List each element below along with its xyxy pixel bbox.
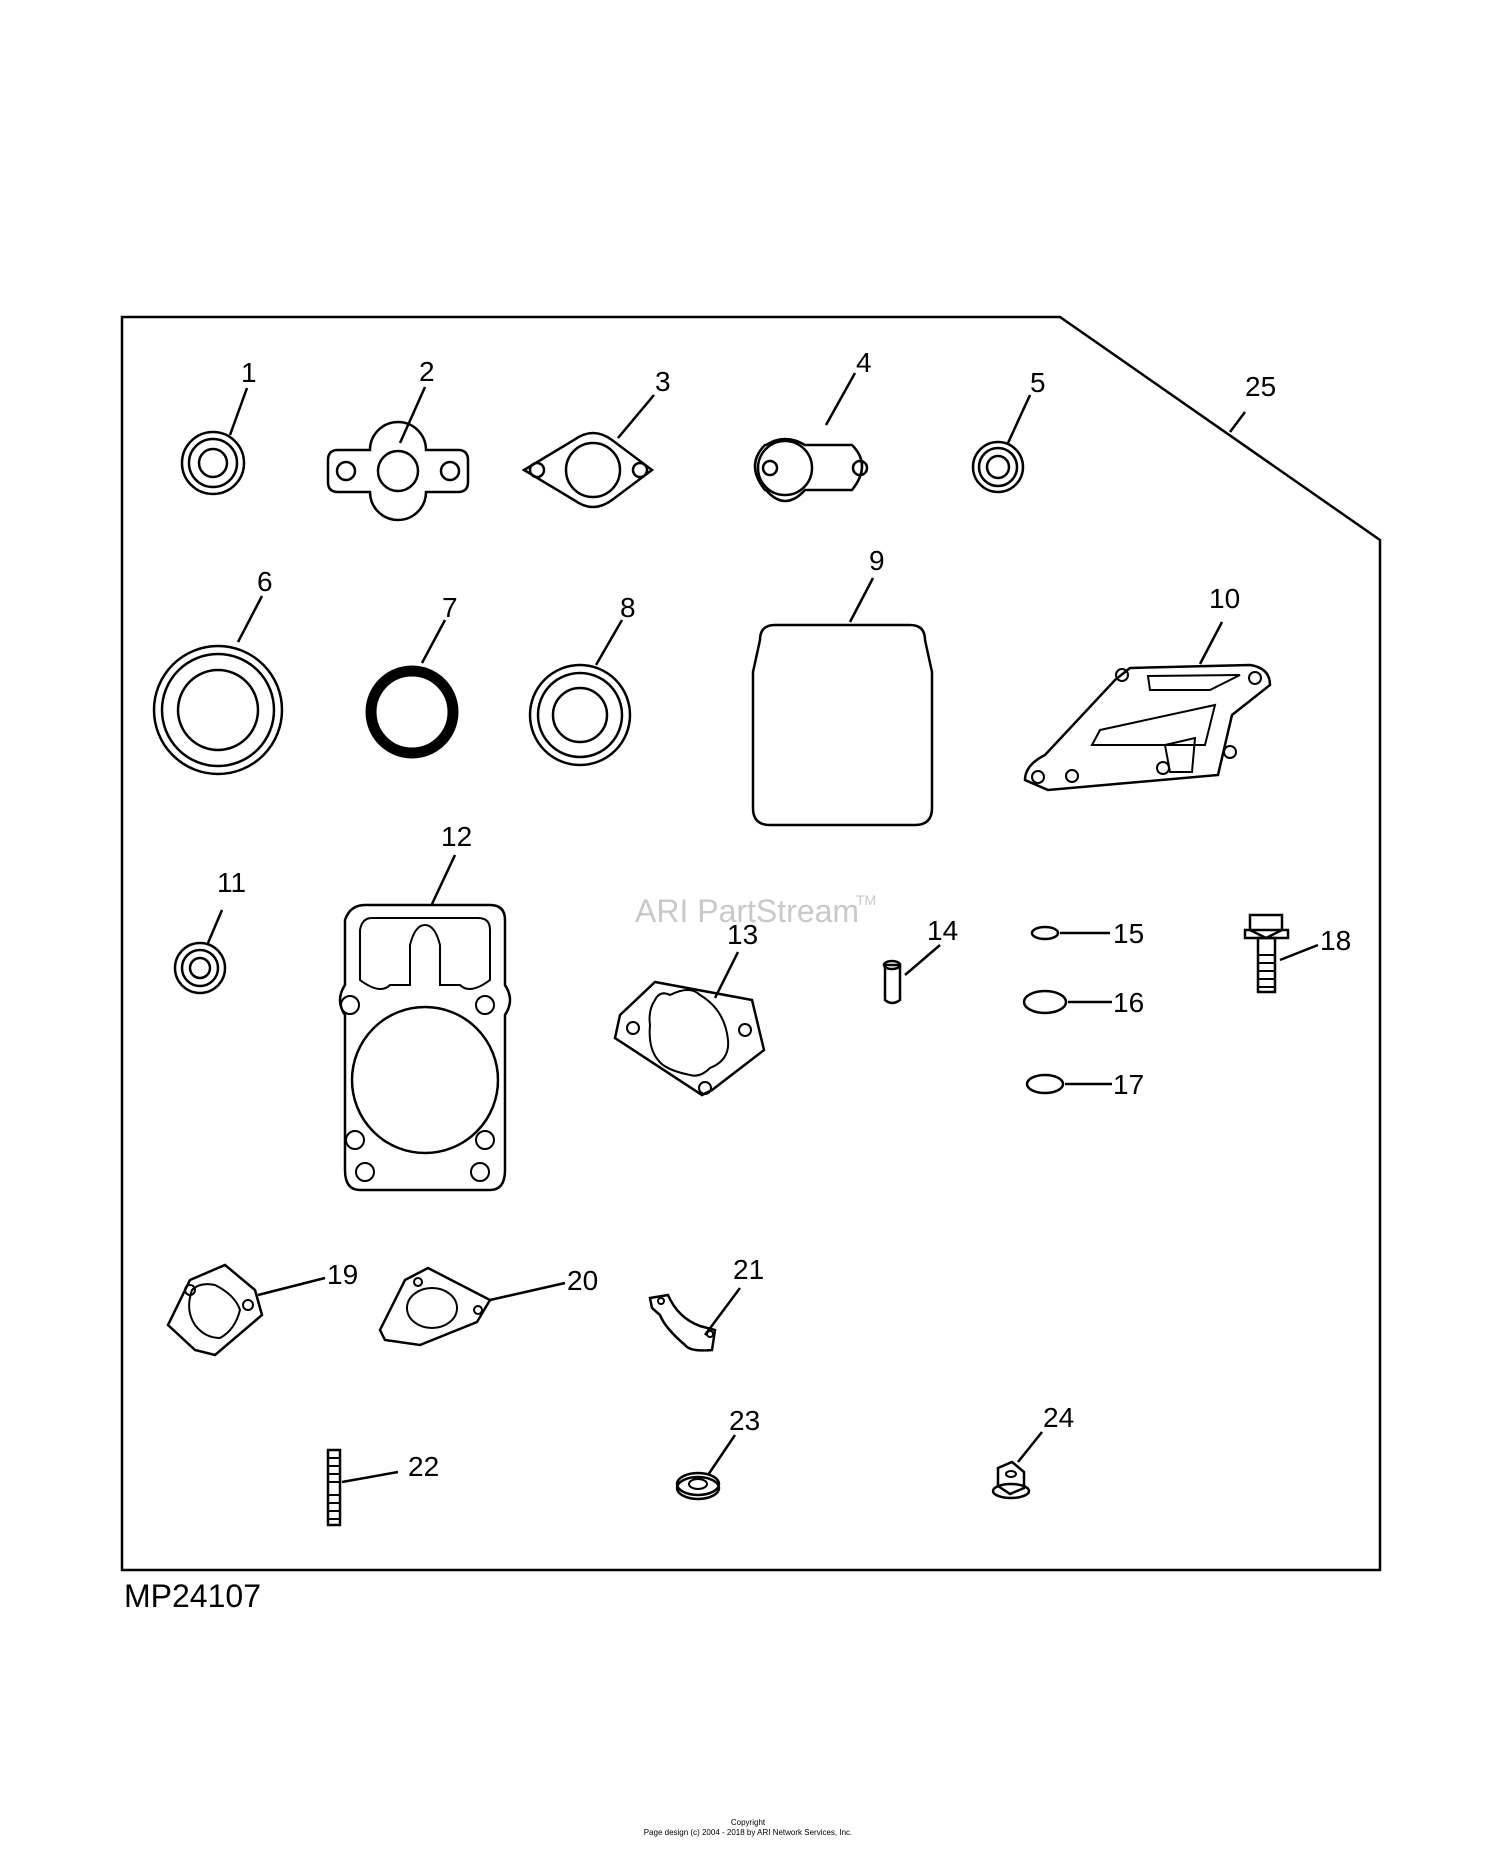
- part-1-seal: [180, 430, 246, 496]
- part-24-flange-nut: [991, 1460, 1031, 1500]
- callout-20: 20: [567, 1265, 598, 1296]
- callout-5: 5: [1030, 367, 1046, 398]
- part-22-stud: [326, 1448, 342, 1527]
- callout-17: 17: [1113, 1069, 1144, 1100]
- footer-page-design: Page design (c) 2004 - 2018 by ARI Netwo…: [644, 1828, 853, 1837]
- part-23-washer: [675, 1471, 721, 1501]
- callout-25: 25: [1245, 371, 1276, 402]
- part-21-bracket: [648, 1293, 717, 1352]
- part-6-seal: [152, 644, 284, 776]
- callout-19: 19: [327, 1259, 358, 1290]
- watermark-trademark: TM: [856, 892, 876, 908]
- part-10-gasket: [1023, 663, 1272, 792]
- callout-12: 12: [441, 821, 472, 852]
- watermark: ARI PartStream: [635, 893, 859, 929]
- callout-2: 2: [419, 356, 435, 387]
- figure-id: MP24107: [124, 1578, 261, 1614]
- callout-9: 9: [869, 545, 885, 576]
- part-15-o-ring: [1030, 925, 1060, 941]
- part-19-gasket: [166, 1263, 264, 1357]
- part-20-gasket: [378, 1266, 492, 1347]
- part-7-o-ring: [365, 665, 459, 759]
- callout-4: 4: [856, 347, 872, 378]
- callout-13: 13: [727, 919, 758, 950]
- part-14-dowel-pin: [882, 959, 902, 1005]
- part-8-seal: [528, 663, 632, 767]
- callout-22: 22: [408, 1451, 439, 1482]
- callout-7: 7: [442, 592, 458, 623]
- footer-copyright: Copyright: [731, 1818, 766, 1827]
- callout-21: 21: [733, 1254, 764, 1285]
- callout-1: 1: [241, 357, 257, 388]
- callout-15: 15: [1113, 918, 1144, 949]
- callout-24: 24: [1043, 1402, 1074, 1433]
- part-3-gasket: [521, 431, 655, 509]
- callout-18: 18: [1320, 925, 1351, 956]
- part-2-gasket: [326, 420, 470, 522]
- callout-3: 3: [655, 366, 671, 397]
- callout-6: 6: [257, 566, 273, 597]
- callout-23: 23: [729, 1405, 760, 1436]
- part-13-gasket: [613, 980, 766, 1097]
- part-17-o-ring: [1025, 1073, 1065, 1095]
- part-12-head-gasket: [338, 903, 512, 1192]
- part-9-gasket: [751, 623, 934, 827]
- part-11-seal: [173, 941, 227, 995]
- part-5-seal: [971, 440, 1025, 494]
- kit-border: [120, 315, 1382, 1572]
- part-4-gasket: [753, 437, 869, 503]
- part-16-o-ring: [1022, 989, 1068, 1015]
- callout-16: 16: [1113, 987, 1144, 1018]
- callout-14: 14: [927, 915, 958, 946]
- callout-11: 11: [217, 867, 246, 898]
- callout-10: 10: [1209, 583, 1240, 614]
- callout-8: 8: [620, 592, 636, 623]
- part-18-bolt: [1243, 913, 1290, 994]
